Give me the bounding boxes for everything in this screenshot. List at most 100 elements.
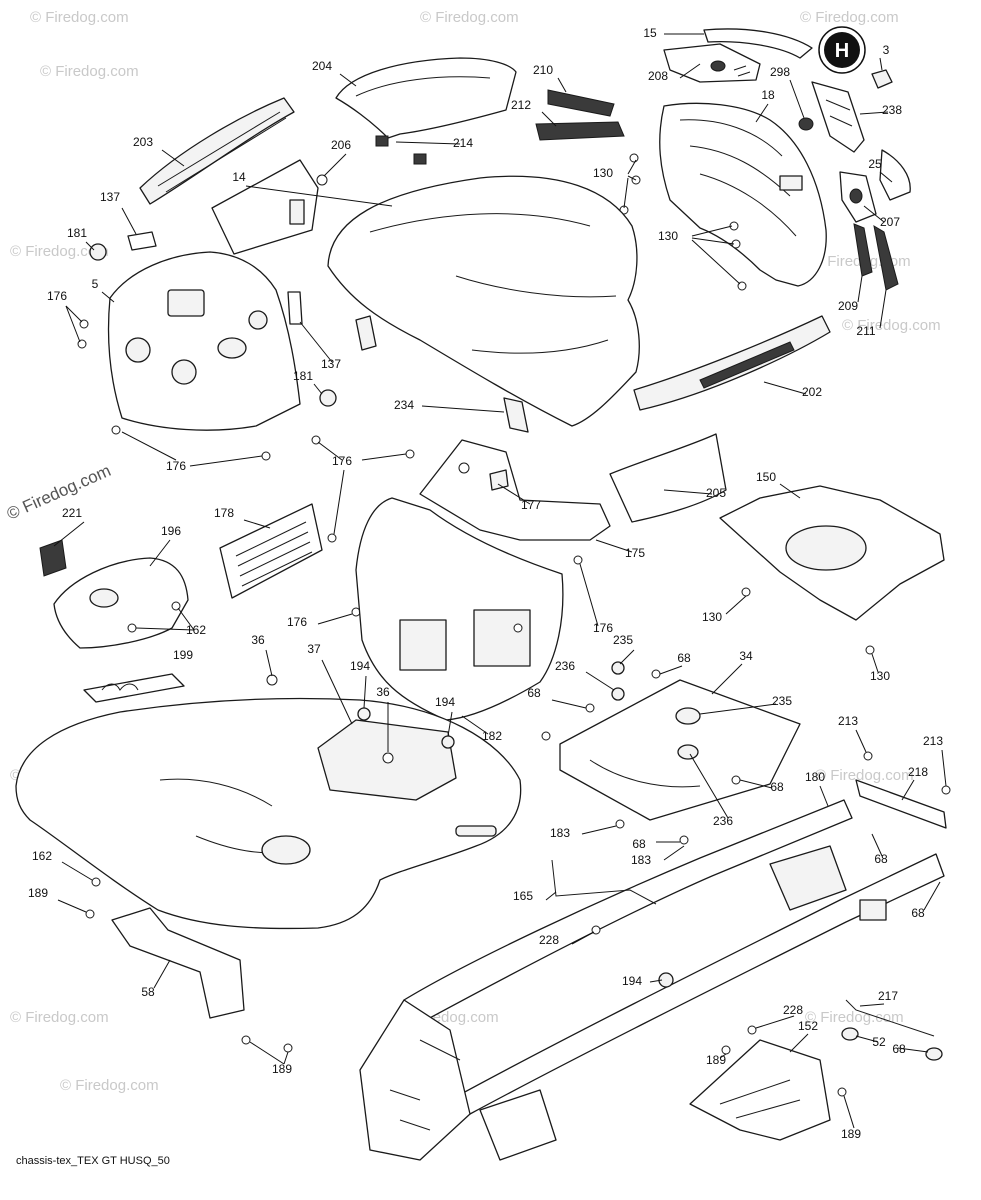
- callout-58: 58: [141, 985, 155, 999]
- part-203-front-grille: [139, 97, 295, 205]
- callout-176: 176: [166, 459, 186, 473]
- washer-235: [611, 661, 625, 675]
- part-5-knob-right: [217, 337, 247, 359]
- part-238-detail: [825, 99, 853, 127]
- callout-194: 194: [350, 659, 370, 673]
- callout-183: 183: [631, 853, 651, 867]
- callout-217: 217: [878, 989, 898, 1003]
- leader-line: [857, 275, 863, 303]
- callout-68: 68: [770, 780, 784, 794]
- part-298-nut: [798, 117, 814, 131]
- part-199-plate: [83, 673, 185, 703]
- callout-130: 130: [593, 166, 613, 180]
- part-5-dashboard: [107, 251, 301, 431]
- leader-line: [755, 103, 769, 123]
- callout-208: 208: [648, 69, 668, 83]
- watermark-text: © Firedog.com: [842, 317, 941, 334]
- callout-228: 228: [539, 933, 559, 947]
- leader-line: [663, 845, 685, 861]
- screw-189: [241, 1035, 251, 1045]
- callout-176: 176: [332, 454, 352, 468]
- bolt-213: [941, 785, 951, 795]
- part-165-rod: [551, 859, 657, 905]
- callout-25: 25: [868, 157, 882, 171]
- callout-130: 130: [658, 229, 678, 243]
- leader-line: [545, 891, 557, 901]
- part-137-clip: [287, 291, 303, 325]
- callout-298: 298: [770, 65, 790, 79]
- watermark-text: © Firedog.com: [60, 1077, 159, 1094]
- part-14-contours: [369, 213, 617, 354]
- part-217-rod: [845, 999, 935, 1037]
- leader-line: [627, 175, 637, 181]
- screw-176: [573, 555, 583, 565]
- callout-18: 18: [761, 88, 775, 102]
- callout-236: 236: [555, 659, 575, 673]
- screw-189: [837, 1087, 847, 1097]
- screw-189: [283, 1043, 293, 1053]
- leader-line: [763, 381, 807, 395]
- part-196-seat-fender: [53, 557, 189, 649]
- callout-137: 137: [321, 357, 341, 371]
- screw-183: [679, 835, 689, 845]
- callout-234: 234: [394, 398, 414, 412]
- watermark-text: © Firedog.com: [40, 63, 139, 80]
- callout-165: 165: [513, 889, 533, 903]
- part-18-slot: [779, 175, 803, 191]
- watermark-text: © Firedog.com: [10, 243, 109, 260]
- frame-bracket-block: [859, 899, 887, 921]
- callout-213: 213: [838, 714, 858, 728]
- frame-rear-plate: [359, 999, 471, 1161]
- callout-14: 14: [232, 170, 246, 184]
- watermark-text: © Firedog.com: [800, 9, 899, 26]
- diagram-caption: chassis-tex_TEX GT HUSQ_50: [16, 1155, 170, 1167]
- screw-36: [382, 752, 394, 764]
- screw-36: [266, 674, 278, 686]
- leader-line: [619, 649, 635, 665]
- husqvarna-logo-badge: H: [818, 26, 893, 89]
- leader-line: [447, 711, 453, 737]
- leader-line: [689, 753, 729, 819]
- callout-162: 162: [186, 623, 206, 637]
- bolt-213: [863, 751, 873, 761]
- screw-183: [615, 819, 625, 829]
- callout-181: 181: [67, 226, 87, 240]
- leader-line: [679, 63, 701, 79]
- callout-199: 199: [173, 648, 193, 662]
- leader-line: [897, 1047, 929, 1053]
- leader-line: [779, 483, 801, 499]
- leader-line: [551, 699, 587, 709]
- callout-183: 183: [550, 826, 570, 840]
- bushing-52: [841, 1027, 859, 1041]
- part-182-panel-left: [399, 619, 447, 671]
- leader-line: [789, 79, 805, 119]
- callout-210: 210: [533, 63, 553, 77]
- leader-line: [843, 1095, 855, 1129]
- leader-line: [65, 305, 83, 323]
- watermark-text: © Firedog.com: [30, 9, 129, 26]
- callout-194: 194: [622, 974, 642, 988]
- leader-lines: [53, 33, 947, 1129]
- screw-68: [585, 703, 595, 713]
- leader-line: [623, 177, 629, 209]
- part-177-clip: [489, 469, 509, 491]
- callout-213: 213: [923, 734, 943, 748]
- callout-209: 209: [838, 299, 858, 313]
- leader-line: [725, 595, 747, 615]
- leader-line: [789, 1033, 809, 1053]
- leader-line: [497, 483, 531, 505]
- leader-line: [863, 205, 885, 223]
- part-203-slats: [157, 111, 287, 193]
- callout-137: 137: [100, 190, 120, 204]
- frame-rail-upper: [403, 799, 853, 1021]
- part-196-cup: [89, 588, 119, 608]
- watermark-text: © Firedog.com: [420, 9, 519, 26]
- part-5-knob-center: [171, 359, 197, 385]
- watermark-text: © Firedog.com: [4, 461, 114, 524]
- part-206-tab: [289, 199, 305, 225]
- leader-line: [649, 979, 663, 983]
- callout-5: 5: [92, 277, 99, 291]
- part-214-clip: [375, 135, 389, 147]
- part-34-hole: [675, 707, 701, 725]
